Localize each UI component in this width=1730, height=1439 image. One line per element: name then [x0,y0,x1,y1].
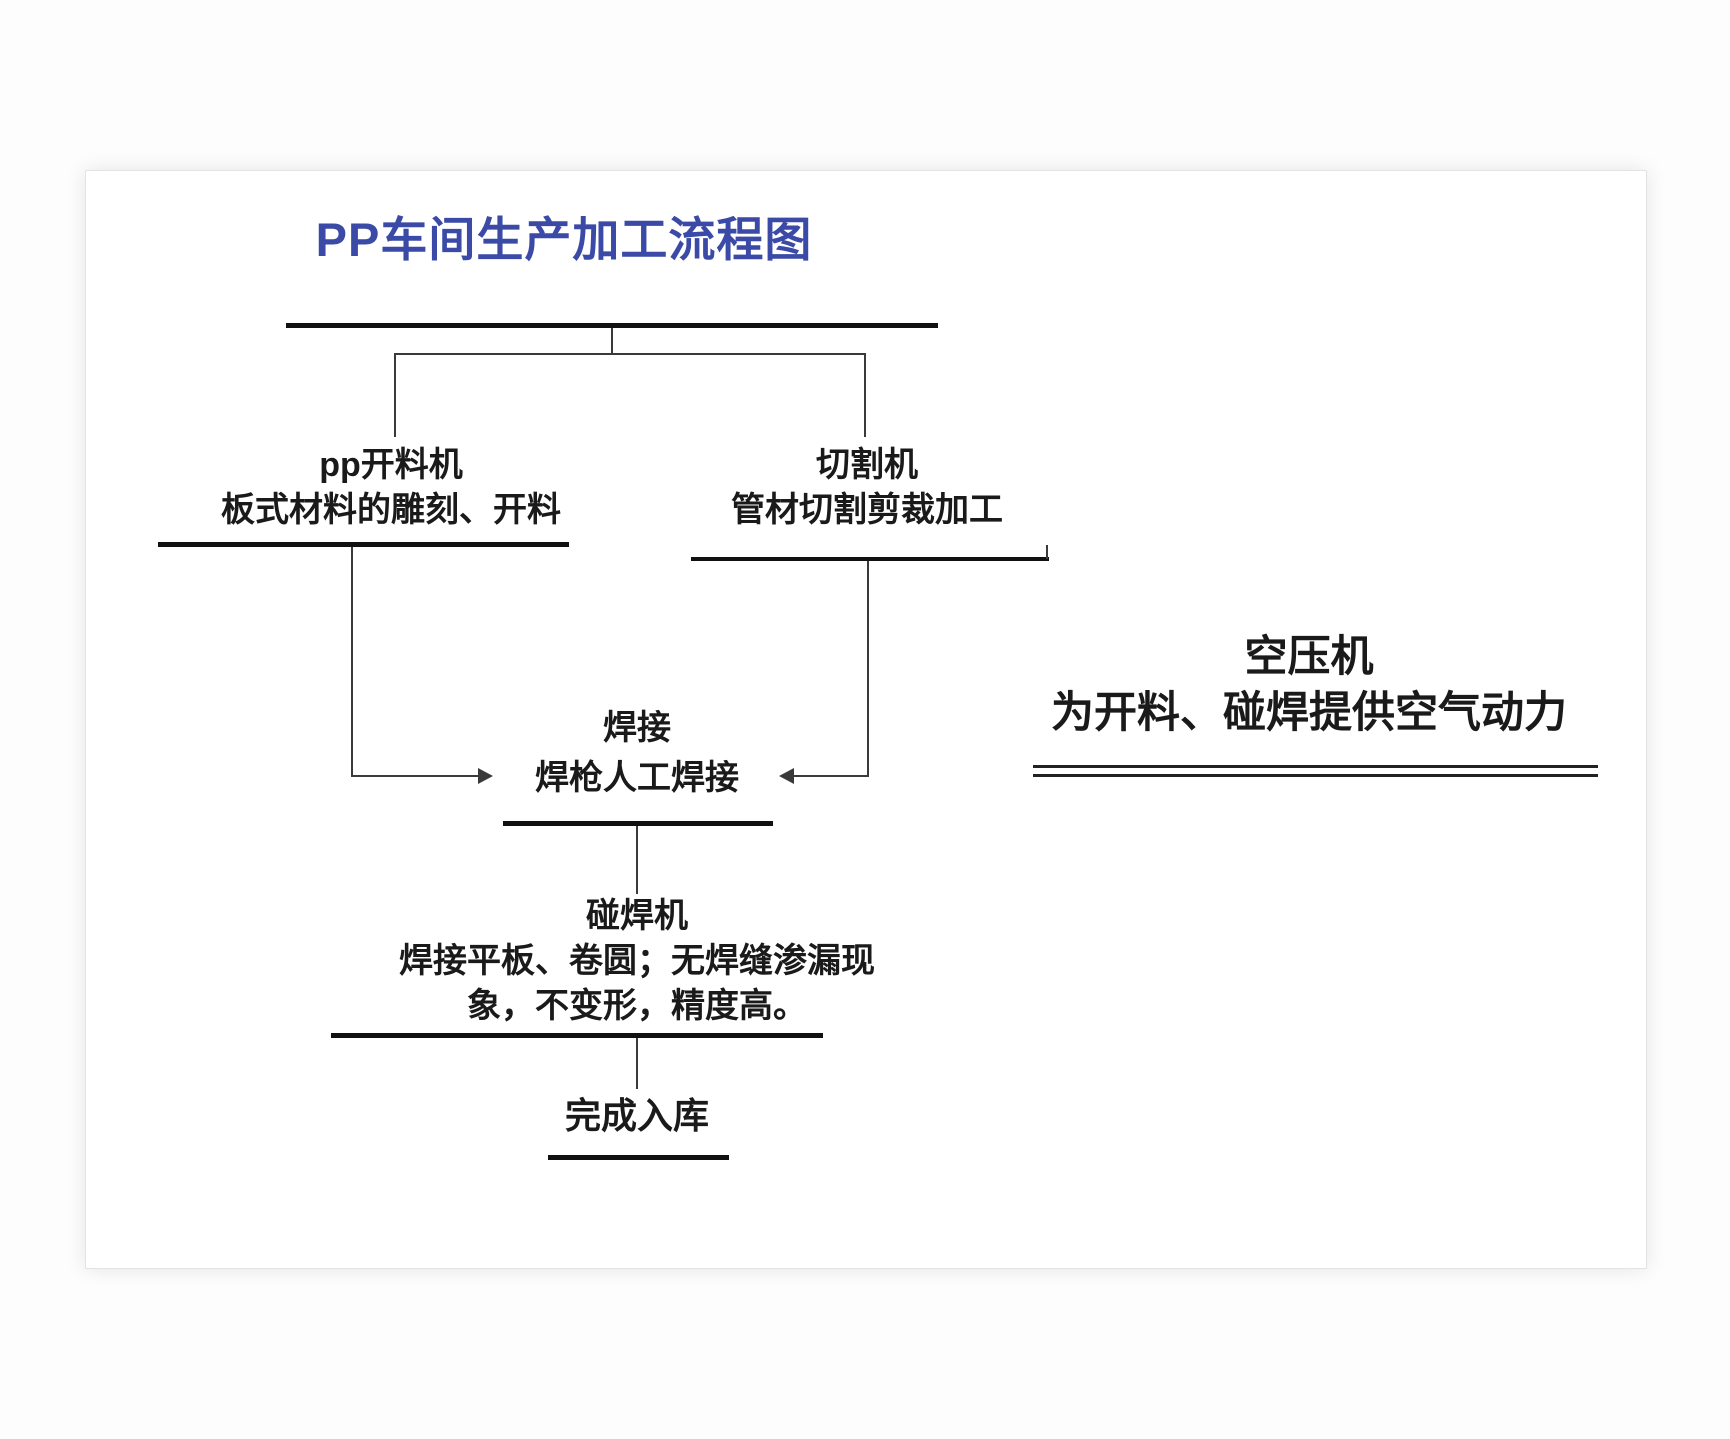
connector-pp-cutter-down [351,547,353,776]
node-air-compressor-underline-top [1033,765,1598,768]
node-storage-title: 完成入库 [564,1095,709,1136]
branch-bracket-horizontal [394,353,866,355]
connector-pp-cutter-horizontal [351,775,478,777]
node-butt-welder: 碰焊机 焊接平板、卷圆；无焊缝渗漏现 象，不变形，精度高。 [331,894,943,1029]
title-underline [286,323,938,328]
node-air-compressor: 空压机 为开料、碰焊提供空气动力 [1034,629,1584,741]
connector-welding-down [636,826,638,894]
node-air-compressor-underline-bottom [1033,774,1598,777]
arrow-right-icon [478,768,493,784]
connector-pipe-cutter-horizontal [794,775,869,777]
connector-title-to-bracket [611,328,613,355]
node-pp-cutter-title: pp开料机 [319,446,463,484]
connector-butt-welder-down [636,1038,638,1089]
arrow-left-icon [779,768,794,784]
node-butt-welder-underline [331,1033,823,1038]
node-pp-cutter-underline [158,542,569,547]
node-pp-cutter: pp开料机 板式材料的雕刻、开料 [141,443,641,533]
node-storage: 完成入库 [387,1093,887,1138]
node-pipe-cutter: 切割机 管材切割剪裁加工 [617,443,1117,533]
pipe-cutter-underline-tick [1046,545,1048,559]
node-pp-cutter-desc: 板式材料的雕刻、开料 [221,491,561,529]
page-title: PP车间生产加工流程图 [315,213,813,266]
node-air-compressor-desc: 为开料、碰焊提供空气动力 [1051,689,1567,737]
node-pipe-cutter-title: 切割机 [816,446,918,484]
node-welding-desc: 焊枪人工焊接 [535,759,739,797]
node-welding: 焊接 焊枪人工焊接 [387,703,887,803]
node-pipe-cutter-underline [691,557,1049,561]
branch-bracket-right-drop [864,353,866,437]
node-welding-underline [503,821,773,826]
connector-pipe-cutter-down [867,561,869,776]
node-storage-underline [548,1155,729,1160]
node-butt-welder-desc-line2: 象，不变形，精度高。 [467,987,807,1025]
node-butt-welder-desc-line1: 焊接平板、卷圆；无焊缝渗漏现 [399,942,875,980]
node-air-compressor-title: 空压机 [1244,633,1374,681]
flowchart-card: PP车间生产加工流程图 pp开料机 板式材料的雕刻、开料 切割机 管材切割剪裁加… [85,170,1647,1269]
node-butt-welder-title: 碰焊机 [586,897,688,935]
node-pipe-cutter-desc: 管材切割剪裁加工 [731,491,1003,529]
node-welding-title: 焊接 [603,709,671,747]
branch-bracket-left-drop [394,353,396,437]
